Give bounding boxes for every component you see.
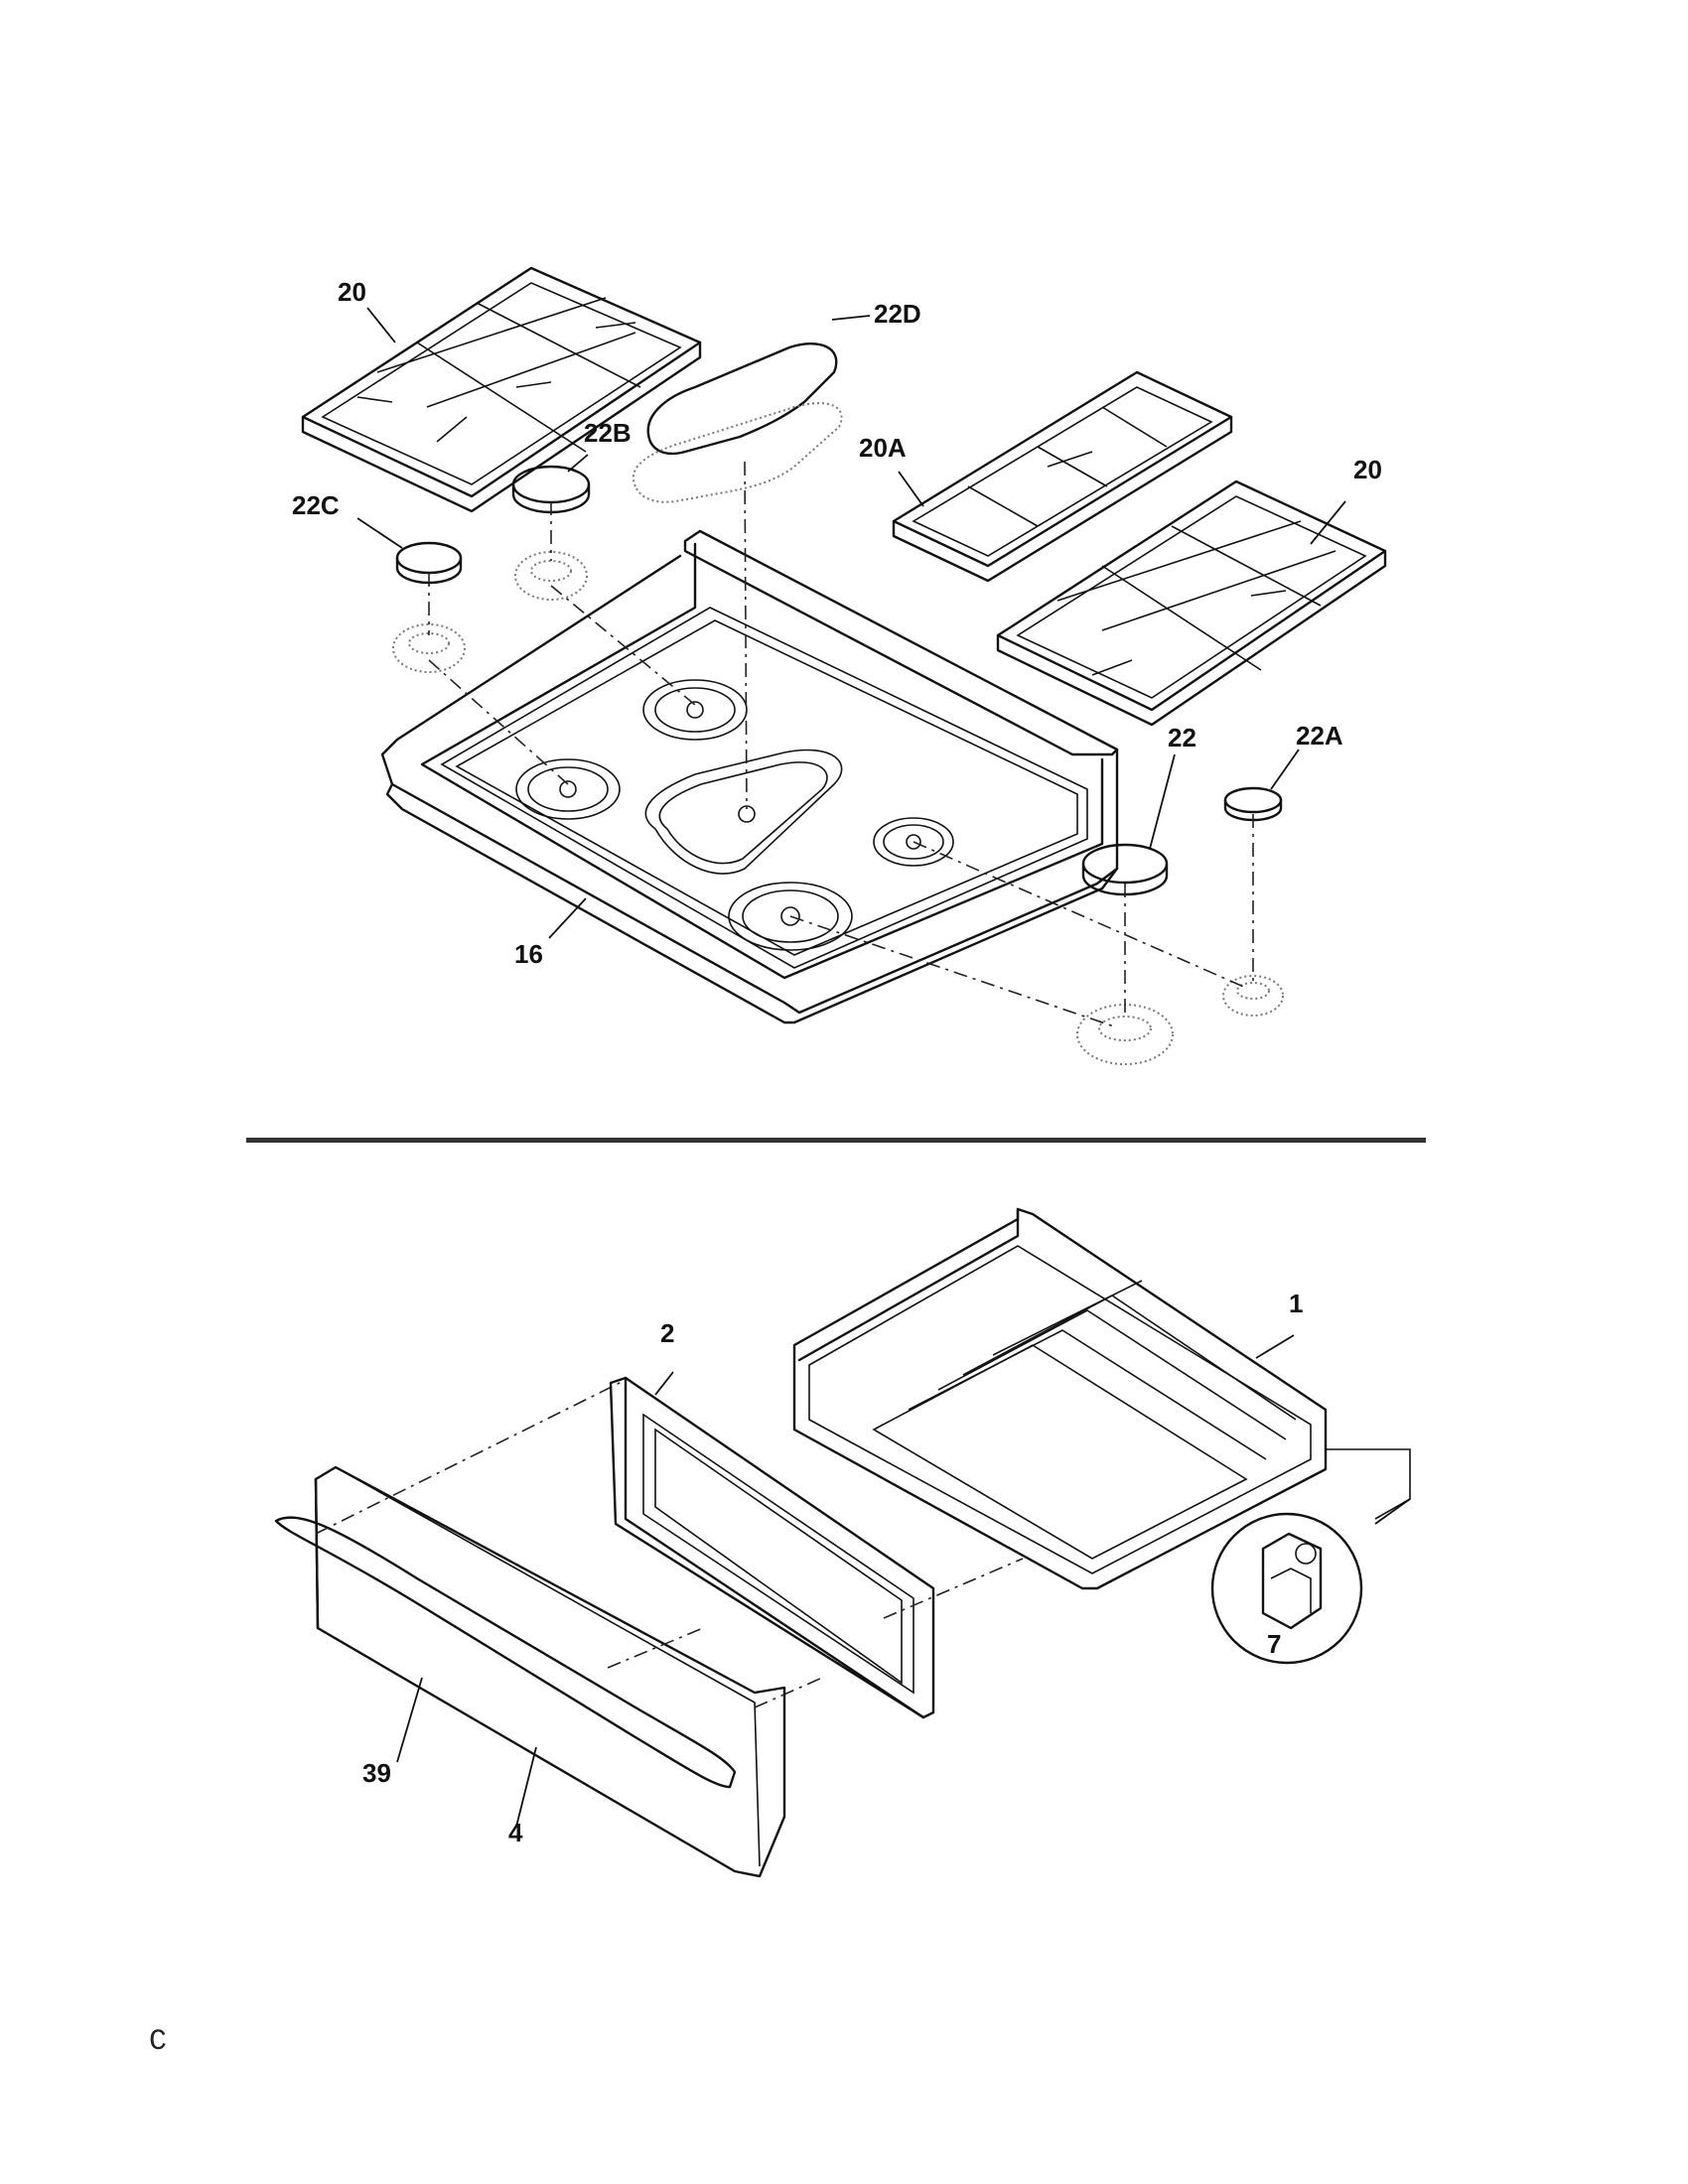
label-cap-22a: 22A: [1296, 721, 1343, 751]
label-drawer-liner-2: 2: [660, 1318, 674, 1348]
grate-left-20: [301, 266, 702, 513]
label-cooktop-16: 16: [514, 939, 543, 969]
label-grate-20a: 20A: [859, 433, 907, 463]
label-cap-22: 22: [1168, 723, 1196, 752]
grate-right-20: [996, 479, 1387, 727]
cap-22d: [633, 342, 843, 503]
label-handle-39: 39: [362, 1758, 391, 1788]
alignment-lines-top: [428, 461, 1254, 1028]
label-grate-left: 20: [338, 277, 366, 307]
label-drawer-body-1: 1: [1289, 1289, 1303, 1318]
label-drawer-front-4: 4: [508, 1818, 523, 1847]
drawer-liner-2: [609, 1376, 935, 1719]
grate-middle-20a: [892, 370, 1233, 583]
drawer-front-4: [314, 1465, 786, 1878]
label-cap-22d: 22D: [874, 299, 921, 329]
cooktop-16: [380, 529, 1119, 1024]
label-clip-7: 7: [1267, 1629, 1281, 1659]
page-corner-mark: C: [149, 2025, 168, 2059]
clip-7: [1210, 1498, 1411, 1665]
label-cap-22b: 22B: [584, 418, 632, 448]
drawer-body-1: [792, 1207, 1411, 1590]
drawer-assembly: [274, 1207, 1411, 1878]
alignment-lines-bottom: [315, 1379, 1024, 1708]
section-divider: [246, 1138, 1426, 1143]
label-cap-22c: 22C: [292, 490, 340, 520]
label-grate-right: 20: [1353, 455, 1382, 484]
handle-39: [274, 1516, 737, 1789]
cooktop-assembly: [301, 266, 1387, 1065]
